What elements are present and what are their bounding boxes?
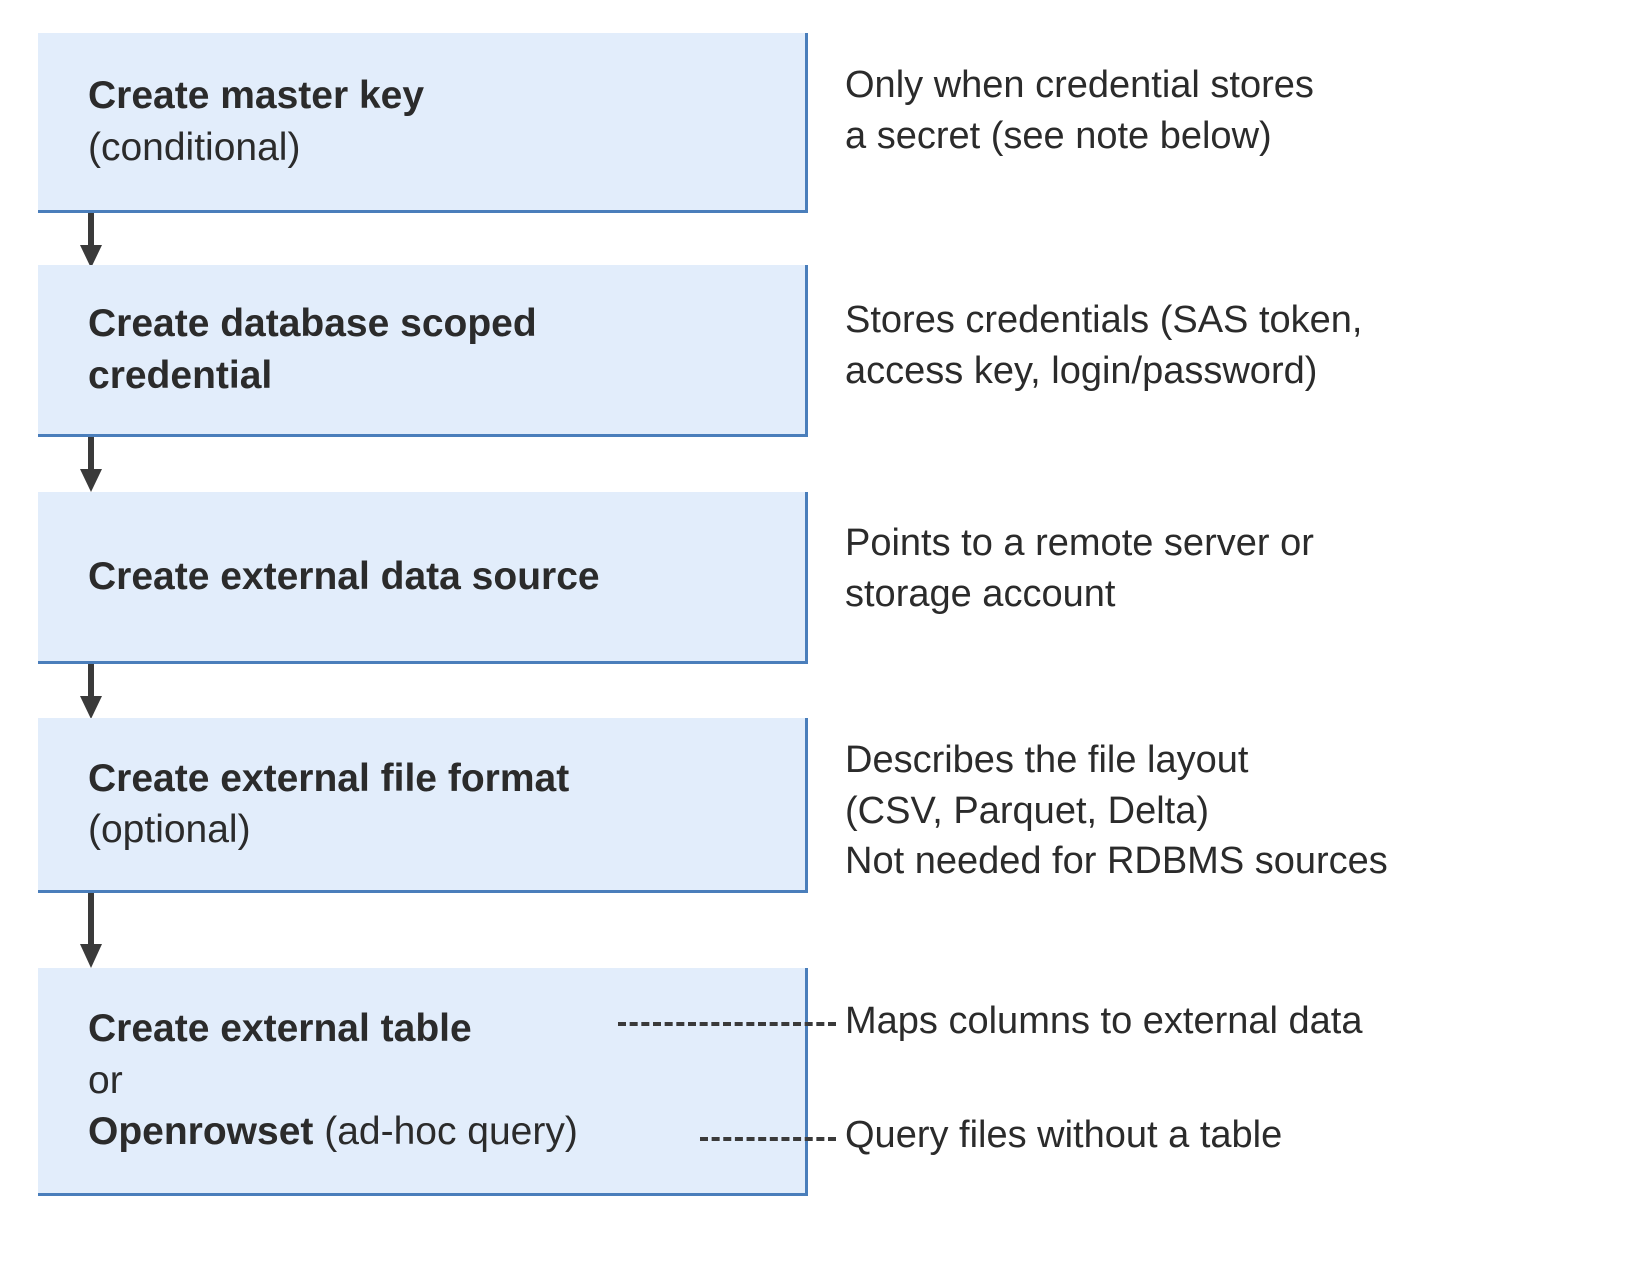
annotation-line: storage account <box>845 572 1116 615</box>
flow-step-label-group: Create external table or Openrowset (ad-… <box>38 1003 805 1157</box>
arrow-down-icon <box>78 213 104 268</box>
annotation-line: Stores credentials (SAS token, <box>845 299 1363 341</box>
flow-step-create-external-table-or-openrowset[interactable]: Create external table or Openrowset (ad-… <box>38 968 808 1196</box>
flow-step-label-group: Create database scoped credential <box>38 298 805 401</box>
annotation-line: Points to a remote server or <box>845 522 1314 564</box>
flow-step-label-group: Create master key (conditional) <box>38 70 805 173</box>
annotation-line: Not needed for RDBMS sources <box>845 840 1388 883</box>
annotation-create-external-data-source: Points to a remote server or storage acc… <box>845 518 1635 619</box>
arrow-down-icon <box>78 664 104 719</box>
flow-step-title: Create database scoped <box>88 302 537 346</box>
annotation-line: Only when credential stores <box>845 64 1314 106</box>
annotation-create-external-file-format: Describes the file layout (CSV, Parquet,… <box>845 735 1635 887</box>
annotation-line: (CSV, Parquet, Delta) <box>845 789 1209 832</box>
flow-step-title-continued: credential <box>88 353 273 397</box>
leader-line-external-table <box>618 1022 836 1026</box>
flow-step-title: Create external data source <box>88 554 600 598</box>
flow-step-subtitle: (conditional) <box>88 125 301 169</box>
flow-step-create-database-scoped-credential[interactable]: Create database scoped credential <box>38 265 808 437</box>
flow-step-title: Create external file format <box>88 756 570 800</box>
flow-step-openrowset-keyword: Openrowset <box>88 1110 314 1154</box>
annotation-line: Query files without a table <box>845 1114 1283 1156</box>
annotation-line: Maps columns to external data <box>845 1000 1363 1042</box>
annotation-openrowset: Query files without a table <box>845 1110 1635 1161</box>
leader-line-openrowset <box>700 1137 836 1141</box>
flow-step-subtitle: (optional) <box>88 808 251 851</box>
flow-step-title: Create external table <box>88 1007 472 1051</box>
annotation-line: Describes the file layout <box>845 739 1249 781</box>
flow-step-openrowset-qualifier: (ad-hoc query) <box>313 1110 578 1154</box>
flow-step-create-master-key[interactable]: Create master key (conditional) <box>38 33 808 213</box>
flow-step-label-group: Create external data source <box>38 551 805 602</box>
annotation-create-master-key: Only when credential stores a secret (se… <box>845 60 1635 161</box>
flow-step-title: Create master key <box>88 74 425 118</box>
arrow-down-icon <box>78 437 104 492</box>
annotation-create-database-scoped-credential: Stores credentials (SAS token, access ke… <box>845 295 1635 396</box>
flow-step-label-group: Create external file format (optional) <box>38 753 805 856</box>
annotation-line: a secret (see note below) <box>845 114 1272 157</box>
flow-step-create-external-data-source[interactable]: Create external data source <box>38 492 808 664</box>
flow-step-openrowset-line: Openrowset (ad-hoc query) <box>88 1106 805 1157</box>
flow-step-create-external-file-format[interactable]: Create external file format (optional) <box>38 718 808 893</box>
arrow-down-icon <box>78 893 104 968</box>
annotation-create-external-table: Maps columns to external data <box>845 996 1635 1047</box>
flow-step-or-separator: or <box>88 1058 123 1102</box>
annotation-line: access key, login/password) <box>845 349 1318 392</box>
